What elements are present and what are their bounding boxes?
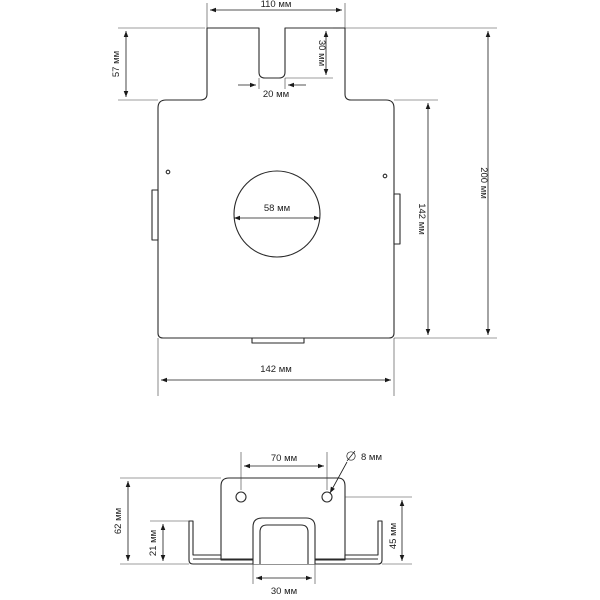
dim-hole-diameter: 58 мм [234, 203, 320, 221]
small-hole-left [235, 491, 247, 503]
dim-width-top-label: 110 мм [261, 0, 292, 10]
dim-front-total-height: 62 мм [113, 477, 221, 565]
dim-slot-width-label: 20 мм [263, 89, 289, 100]
dim-holes-spacing-label: 70 мм [271, 453, 297, 464]
front-view: 70 мм 8 мм 62 мм 21 мм 45 мм [113, 450, 412, 597]
dim-tab-height: 57 мм [111, 27, 205, 101]
center-notch [252, 517, 316, 564]
dim-total-height: 200 мм [345, 27, 497, 339]
dim-hole-diameter-label: 58 мм [264, 203, 290, 214]
center-hole [233, 170, 321, 258]
right-side-tab [393, 193, 401, 245]
dim-front-total-height-label: 62 мм [113, 508, 124, 534]
dim-slot-depth-label: 30 мм [316, 40, 327, 66]
dim-small-hole-diameter: 8 мм [329, 450, 382, 494]
mounting-hole-right [382, 173, 388, 179]
left-side-tab [151, 189, 159, 241]
dim-plate-height: 142 мм [394, 99, 438, 339]
small-hole-right [321, 491, 333, 503]
dim-slot-depth: 30 мм [285, 27, 333, 79]
dim-holes-spacing: 70 мм [240, 452, 328, 490]
dim-flange-height: 21 мм [148, 520, 189, 561]
bottom-tab [251, 337, 305, 344]
flange-outline [188, 520, 383, 565]
center-notch-inner [259, 524, 309, 564]
dim-plate-height-label: 142 мм [416, 203, 427, 235]
dim-plate-width: 142 мм [157, 338, 395, 396]
dim-width-top: 110 мм [206, 0, 346, 28]
diameter-icon [346, 451, 356, 461]
dim-plate-width-label: 142 мм [260, 364, 292, 375]
dim-notch-width: 30 мм [252, 564, 316, 597]
dim-side-height: 45 мм [345, 496, 412, 565]
top-view: 110 мм 57 мм 30 мм 20 мм [111, 0, 497, 396]
dim-slot-width: 20 мм [238, 78, 306, 100]
dim-small-hole-diameter-label: 8 мм [361, 452, 382, 463]
dim-notch-width-label: 30 мм [271, 586, 297, 597]
mounting-hole-left [165, 169, 171, 175]
dim-total-height-label: 200 мм [478, 167, 489, 199]
dim-side-height-label: 45 мм [388, 523, 399, 549]
dim-flange-height-label: 21 мм [148, 530, 159, 556]
dim-tab-height-label: 57 мм [111, 51, 122, 77]
